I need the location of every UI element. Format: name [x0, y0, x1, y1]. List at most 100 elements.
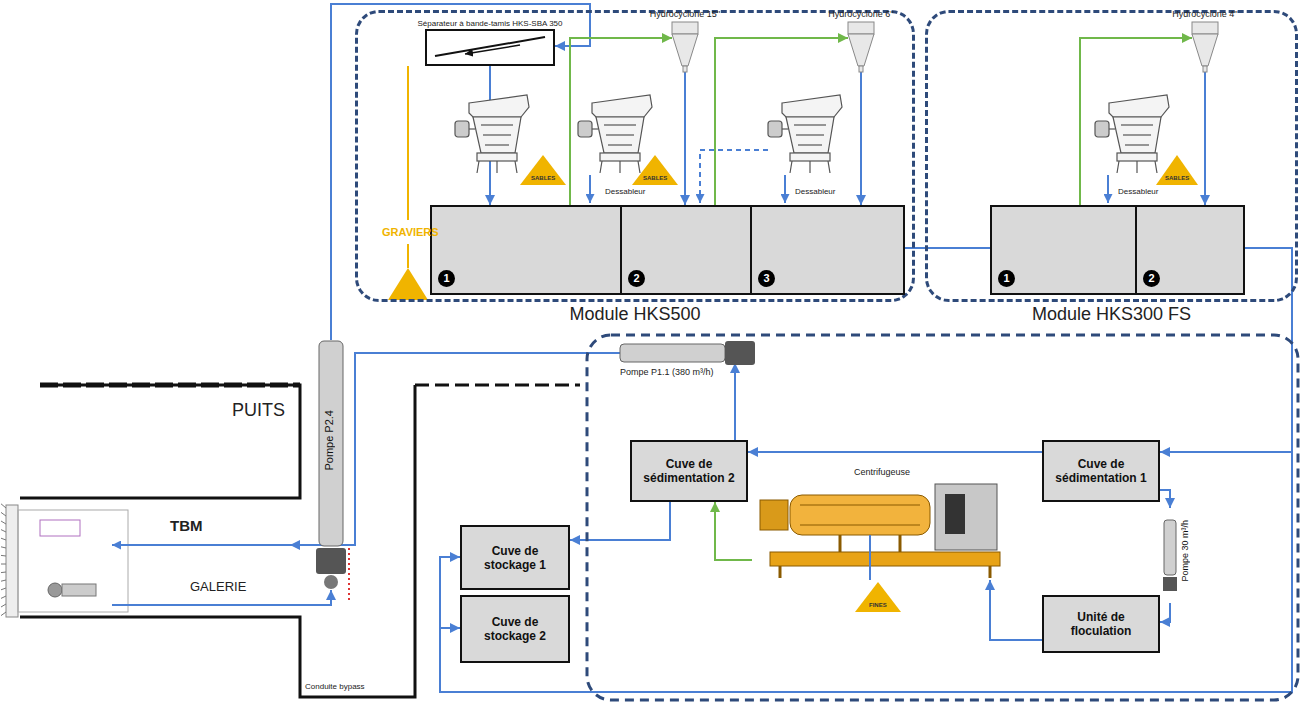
flow-line [905, 247, 990, 249]
illustration-part [1, 504, 6, 508]
pump: Pompe P1.1 (380 m³/h) [620, 343, 755, 363]
illustration-part [48, 583, 62, 597]
illustration-part [20, 385, 415, 697]
illustration-part [1, 521, 6, 524]
box-label: Cuve de stockage 2 [468, 615, 562, 643]
illustration-part [112, 604, 290, 606]
pump: Pompe P2.4 [318, 340, 344, 590]
illustration-part [520, 155, 566, 185]
module-region: Module HKS500Séparateur à bande-tamis HK… [355, 10, 915, 302]
tank-box: Cuve de stockage 1 [460, 525, 570, 590]
illustration-part [319, 341, 343, 546]
illustration-part [1, 530, 6, 532]
process-box: Unité de floculation [1042, 595, 1160, 653]
machine-label: TBM [170, 517, 203, 534]
illustration-part [316, 548, 346, 574]
callout-number: 1 [438, 270, 455, 287]
equipment-label: Séparateur à bande-tamis HKS-SBA 350 [418, 19, 563, 28]
callout-number: 2 [1143, 270, 1160, 287]
illustration-part [989, 566, 992, 578]
illustration-part [768, 95, 842, 173]
tank-box: Cuve de stockage 2 [460, 595, 570, 663]
illustration-part [40, 520, 80, 536]
flow-line [290, 590, 331, 605]
illustration-part [348, 548, 350, 602]
flow-line [1080, 38, 1192, 205]
hydrocyclone: Hydrocyclone 15'' [672, 22, 698, 72]
illustration-part [20, 385, 300, 498]
box-label: Cuve de sédimentation 2 [638, 457, 740, 485]
screen-separator: Séparateur à bande-tamis HKS-SBA 350 [425, 29, 555, 66]
illustration-part [388, 268, 428, 300]
illustration-part [1107, 175, 1109, 203]
illustration-part [415, 384, 580, 387]
illustration-part [1192, 22, 1218, 34]
illustration-part [1164, 520, 1176, 575]
illustration-part [1203, 66, 1207, 72]
box-label: Cuve de stockage 1 [468, 544, 562, 572]
illustration-part [1156, 155, 1198, 185]
illustration-part [935, 484, 997, 550]
illustration-part [1, 604, 6, 607]
illustration-part [455, 95, 529, 173]
illustration-part [848, 34, 874, 66]
product-label: FINES [869, 602, 887, 608]
flow-line [1160, 490, 1170, 508]
illustration-part [945, 494, 965, 534]
illustration-part [672, 22, 1218, 72]
equipment-label: Dessableur [1118, 187, 1158, 196]
illustration-part [1, 572, 6, 574]
callout-number: 3 [758, 270, 775, 287]
product-label: SABLES [643, 175, 667, 181]
illustration-part [465, 45, 520, 54]
equipment-label: Hydrocyclone 4'' [1172, 9, 1237, 19]
flow-line [570, 502, 670, 540]
illustration-part [700, 150, 768, 203]
note-label: Conduite bypass [305, 682, 365, 691]
tank-box: Cuve de sédimentation 2 [630, 440, 748, 502]
illustration-part [1, 538, 6, 540]
product-label: GRAVIERS [382, 226, 439, 238]
tank-compartment: 3 [750, 205, 905, 295]
illustration-part [672, 22, 698, 34]
illustration-part [435, 37, 545, 56]
illustration-part [324, 575, 338, 589]
flow-line [748, 451, 1042, 453]
illustration-part [1, 504, 128, 617]
illustration-part [1, 596, 6, 598]
illustration-part [800, 505, 920, 506]
illustration-part [1, 512, 6, 516]
module-region: Module HKS300 FSHydrocyclone 4''12 [925, 10, 1298, 302]
flow-line [715, 38, 848, 205]
illustration-part [6, 505, 18, 617]
illustration-part [899, 535, 902, 552]
box-label: Unité de floculation [1050, 610, 1152, 638]
equipment-label: Hydrocyclone 6'' [828, 9, 893, 19]
illustration-part [855, 582, 901, 612]
illustration-part [1, 555, 6, 557]
illustration-part [1192, 34, 1218, 66]
illustration-part [1095, 95, 1169, 173]
illustration-part [672, 34, 698, 66]
illustration-part [1, 547, 6, 548]
illustration-part [18, 510, 128, 612]
flow-line [990, 580, 1042, 640]
product-label: SABLES [531, 175, 555, 181]
area-label: PUITS [232, 400, 285, 421]
illustration-part [779, 566, 782, 578]
illustration-part [1, 612, 6, 616]
hydrocyclone: Hydrocyclone 4'' [1192, 22, 1218, 72]
equipment-label: Dessableur [605, 187, 645, 196]
illustration-part [40, 383, 300, 388]
hydrocyclone: Hydrocyclone 6'' [848, 22, 874, 72]
equipment-label: Dessableur [795, 187, 835, 196]
illustration-part [725, 341, 755, 365]
flow-line [1204, 72, 1206, 205]
module-label: Module HKS300 FS [888, 304, 1304, 325]
tank-compartment: 2 [1135, 205, 1245, 295]
illustration-part [760, 500, 788, 530]
callout-number: 1 [998, 270, 1015, 287]
box-label: Cuve de sédimentation 1 [1050, 457, 1152, 485]
tank-box: Cuve de sédimentation 1 [1042, 440, 1160, 502]
illustration-part [683, 66, 687, 72]
